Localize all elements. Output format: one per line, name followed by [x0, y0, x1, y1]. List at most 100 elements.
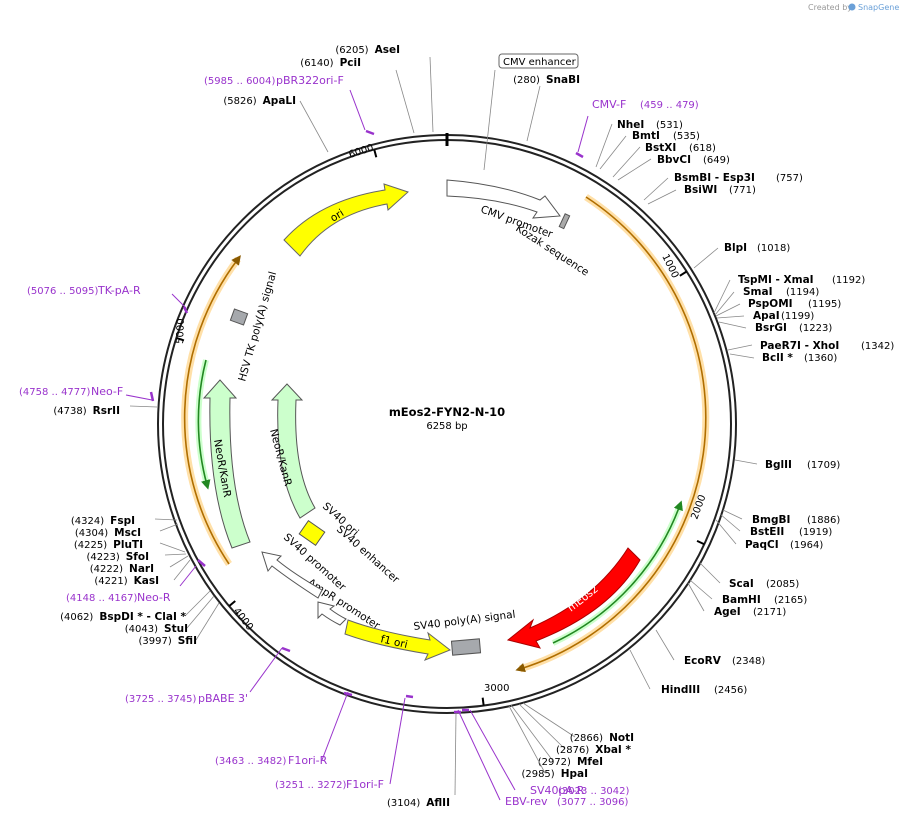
site-xbai[interactable]: XbaI *(2876) — [518, 703, 631, 756]
site-bbvci[interactable]: BbvCI(649) — [617, 154, 730, 181]
primer-tkpar[interactable]: (5076 .. 5095)TK-pA-R — [27, 284, 189, 314]
site-stui[interactable]: StuI(4043) — [125, 595, 215, 635]
primer-range: (459 .. 479) — [640, 100, 699, 111]
site-bamhi[interactable]: BamHI(2165) — [689, 579, 807, 606]
site-position: (2866) — [570, 733, 603, 744]
site-leader — [689, 579, 713, 600]
site-snabi[interactable]: SnaBI(280) — [513, 74, 580, 142]
site-name: SnaBI — [546, 74, 580, 86]
cmv-enhancer-box[interactable] — [498, 53, 579, 69]
cmv-promoter-feature[interactable] — [446, 179, 561, 219]
site-bsrgi[interactable]: BsrGI(1223) — [718, 321, 832, 334]
primer-sv40par[interactable]: (3023 .. 3042)SV40pA-R — [462, 708, 630, 797]
site-rsrii[interactable]: RsrII(4738) — [53, 405, 158, 417]
site-leader — [647, 189, 677, 205]
site-name: BstEII — [750, 526, 784, 538]
site-smai[interactable]: SmaI (1194) — [714, 286, 819, 316]
primer-f1orir[interactable]: (3463 .. 3482)F1ori-R — [215, 691, 353, 767]
tick-5000 — [176, 337, 185, 342]
site-ecorv[interactable]: EcoRV(2348) — [655, 629, 765, 667]
site-hindiii[interactable]: HindIII(2456) — [629, 649, 747, 696]
primer-name: pBR322ori-F — [276, 74, 344, 87]
site-name: MfeI — [577, 756, 603, 768]
site-position: (1194) — [786, 287, 819, 298]
snapgene-credit[interactable]: Created by SnapGene — [808, 3, 899, 12]
site-bstxi[interactable]: BstXI(618) — [612, 142, 716, 178]
site-fspi[interactable]: FspI(4324) — [71, 515, 178, 527]
site-sfii[interactable]: SfiI(3997) — [138, 602, 220, 647]
ori-feature[interactable] — [283, 183, 409, 257]
site-leader — [734, 459, 758, 465]
site-noti[interactable]: NotI(2866) — [522, 702, 634, 744]
site-name: AgeI — [714, 606, 741, 618]
site-bsteii[interactable]: BstEII(1919) — [719, 513, 832, 538]
primer-f1orif[interactable]: (3251 .. 3272)F1ori-F — [275, 694, 414, 791]
site-apai[interactable]: ApaI(1199) — [716, 310, 814, 322]
meos2-feature[interactable] — [506, 547, 641, 649]
sv40-promoter-feature[interactable] — [261, 551, 323, 599]
site-scai[interactable]: ScaI(2085) — [698, 561, 799, 590]
site-blpi[interactable]: BlpI(1018) — [693, 242, 790, 269]
site-position: (1342) — [861, 341, 894, 352]
site-leader — [715, 303, 741, 317]
site-tspmi[interactable]: TspMI - XmaI(1192) — [713, 274, 865, 314]
site-bglii[interactable]: BglII(1709) — [734, 459, 840, 471]
site-agei[interactable]: AgeI(2171) — [687, 582, 786, 618]
site-apali[interactable]: ApaLI(5826) — [223, 95, 329, 153]
site-mfei[interactable]: MfeI(2972) — [510, 704, 603, 768]
site-leader — [184, 590, 211, 617]
site-bsiwi[interactable]: BsiWI(771) — [647, 184, 756, 205]
primer-pbabe3[interactable]: (3725 .. 3745)pBABE 3' — [125, 646, 291, 705]
site-pluti[interactable]: PluTI(4225) — [74, 539, 186, 553]
site-leader — [719, 513, 741, 532]
site-nhei[interactable]: NheI(531) — [595, 119, 683, 168]
primer-neof[interactable]: (4758 .. 4777)Neo-F — [19, 385, 155, 402]
ampr-promoter-feature[interactable] — [317, 601, 347, 626]
site-name: BmtI — [632, 130, 660, 142]
site-name: RsrII — [93, 405, 120, 417]
snapgene-logo-icon — [848, 3, 856, 11]
site-bspdi[interactable]: BspDI * - ClaI *(4062) — [60, 590, 211, 623]
primer-cmvf[interactable]: (459 .. 479)CMV-F — [575, 98, 699, 159]
site-paer7i[interactable]: PaeR7I - XhoI(1342) — [727, 340, 894, 352]
site-pcii[interactable]: PciI(6140) — [300, 57, 415, 134]
site-bmgbi[interactable]: BmgBI(1886) — [722, 509, 840, 526]
orf-inner-left — [197, 359, 211, 490]
site-paqci[interactable]: PaqCI(1964) — [715, 519, 823, 551]
site-sfoi[interactable]: SfoI(4223) — [86, 551, 187, 563]
site-kasi[interactable]: KasI(4221) — [94, 559, 191, 587]
primer-ebvrev[interactable]: (3077 .. 3096)EBV-rev — [454, 709, 629, 808]
kozak-feature[interactable] — [558, 213, 571, 230]
site-leader — [718, 321, 747, 329]
primer-pbr322orif[interactable]: (5985 .. 6004)pBR322ori-F — [204, 74, 375, 136]
plasmid-length: 6258 bp — [426, 421, 467, 432]
primer-mark — [197, 559, 206, 567]
site-bcli[interactable]: BclI *(1360) — [729, 352, 837, 364]
site-aflii[interactable]: AflII(3104) — [387, 712, 457, 809]
site-position: (4225) — [74, 540, 107, 551]
neor-inner-feature[interactable] — [270, 383, 316, 519]
sv40-enhancer-label: SV40 enhancer — [334, 523, 402, 586]
sv40-ori-feature[interactable] — [298, 520, 326, 546]
tick-2000 — [696, 539, 705, 546]
site-name: SmaI — [743, 286, 773, 298]
site-leader — [129, 405, 158, 408]
neor-outer-feature[interactable] — [202, 379, 251, 549]
site-msci[interactable]: MscI(4304) — [75, 523, 179, 539]
site-pspomi[interactable]: PspOMI(1195) — [715, 298, 841, 317]
f1-ori-feature[interactable] — [344, 619, 451, 661]
site-asei[interactable]: AseI(6205) — [335, 44, 434, 133]
site-leader — [173, 559, 191, 581]
hsv-tk-polya-feature[interactable] — [229, 308, 249, 326]
site-leader — [612, 146, 641, 178]
sv40-polya-feature[interactable] — [450, 638, 482, 656]
site-bsmbi[interactable]: BsmBI - Esp3I(757) — [643, 172, 803, 201]
site-position: (1018) — [757, 243, 790, 254]
site-nari[interactable]: NarI(4222) — [90, 555, 189, 575]
site-name: BbvCI — [657, 154, 691, 166]
site-hpai[interactable]: HpaI(2985) — [508, 705, 588, 780]
site-bmti[interactable]: BmtI(535) — [599, 130, 700, 170]
primer-neor[interactable]: (4148 .. 4167)Neo-R — [66, 559, 206, 604]
site-name: SfiI — [178, 635, 197, 647]
site-leader — [655, 629, 675, 661]
